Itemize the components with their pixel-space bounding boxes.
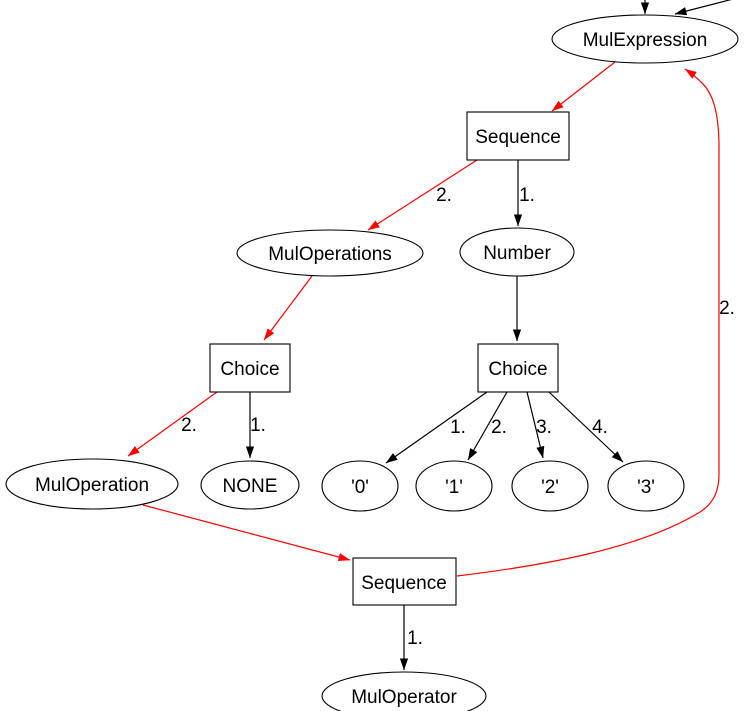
node-choice-left: Choice — [209, 343, 291, 393]
edge-mulexpression-to-sequence — [551, 61, 616, 112]
node-sequence-top: Sequence — [466, 111, 570, 161]
node-literal-2: '2' — [511, 460, 589, 512]
node-choice-right: Choice — [477, 343, 559, 393]
edge-label: 1. — [407, 628, 423, 649]
node-mul-operation: MulOperation — [5, 458, 179, 510]
node-mul-operations: MulOperations — [236, 229, 424, 277]
edge-label: 2. — [719, 298, 735, 319]
node-mul-operator: MulOperator — [321, 671, 487, 711]
node-shape-ellipse — [236, 229, 424, 277]
edge-label: 3. — [536, 417, 552, 438]
node-label: MulOperations — [268, 244, 392, 265]
edge-label: 1. — [250, 415, 266, 436]
node-label: Sequence — [475, 127, 561, 148]
edge-choice-to-literal-1 — [467, 391, 508, 461]
node-shape-box — [209, 343, 291, 393]
node-label: '2' — [541, 477, 559, 498]
edge-label: 2. — [491, 417, 507, 438]
edge-sequence-to-mulexpression — [456, 68, 720, 577]
node-literal-0: '0' — [321, 460, 399, 512]
node-label: '0' — [351, 477, 369, 498]
edge-muloperation-to-sequence — [142, 504, 351, 562]
node-label: '3' — [637, 477, 655, 498]
edge-choice-to-literal-0 — [385, 391, 488, 464]
node-label: MulOperator — [351, 687, 457, 708]
node-shape-ellipse — [607, 460, 685, 512]
node-shape-ellipse — [321, 460, 399, 512]
node-none: NONE — [200, 460, 300, 510]
edge-choice-to-literal-2 — [526, 391, 545, 459]
node-shape-ellipse — [5, 458, 179, 510]
node-shape-box — [466, 111, 570, 161]
node-label: Number — [483, 243, 551, 264]
edge-label: 4. — [592, 417, 608, 438]
node-literal-3: '3' — [607, 460, 685, 512]
edge-label: 1. — [450, 417, 466, 438]
edge-label: 2. — [181, 415, 197, 436]
node-shape-ellipse — [200, 460, 300, 510]
edge-choice-to-literal-3 — [548, 391, 624, 463]
node-number: Number — [459, 227, 575, 277]
node-label: MulExpression — [583, 30, 708, 51]
node-label: Choice — [488, 359, 547, 380]
node-shape-ellipse — [415, 460, 493, 512]
node-shape-box — [477, 343, 559, 393]
edge-label: 2. — [436, 185, 452, 206]
edge-muloperations-to-choice — [263, 275, 313, 341]
node-label: '1' — [445, 477, 463, 498]
node-literal-1: '1' — [415, 460, 493, 512]
node-sequence-bottom: Sequence — [352, 557, 457, 606]
edge-label: 1. — [519, 185, 535, 206]
node-label: NONE — [223, 476, 278, 497]
edge-choice-to-muloperation — [127, 391, 218, 457]
node-shape-ellipse — [551, 14, 739, 64]
node-label: Sequence — [361, 573, 447, 594]
edge-sequence-to-muloperations — [367, 159, 478, 231]
node-label: Choice — [220, 359, 279, 380]
node-shape-box — [352, 557, 457, 606]
node-mul-expression: MulExpression — [551, 14, 739, 64]
node-shape-ellipse — [459, 227, 575, 277]
node-label: MulOperation — [35, 475, 149, 496]
edge-incoming-mulexpression-2 — [674, 0, 732, 16]
node-shape-ellipse — [511, 460, 589, 512]
node-shape-ellipse — [321, 671, 487, 711]
